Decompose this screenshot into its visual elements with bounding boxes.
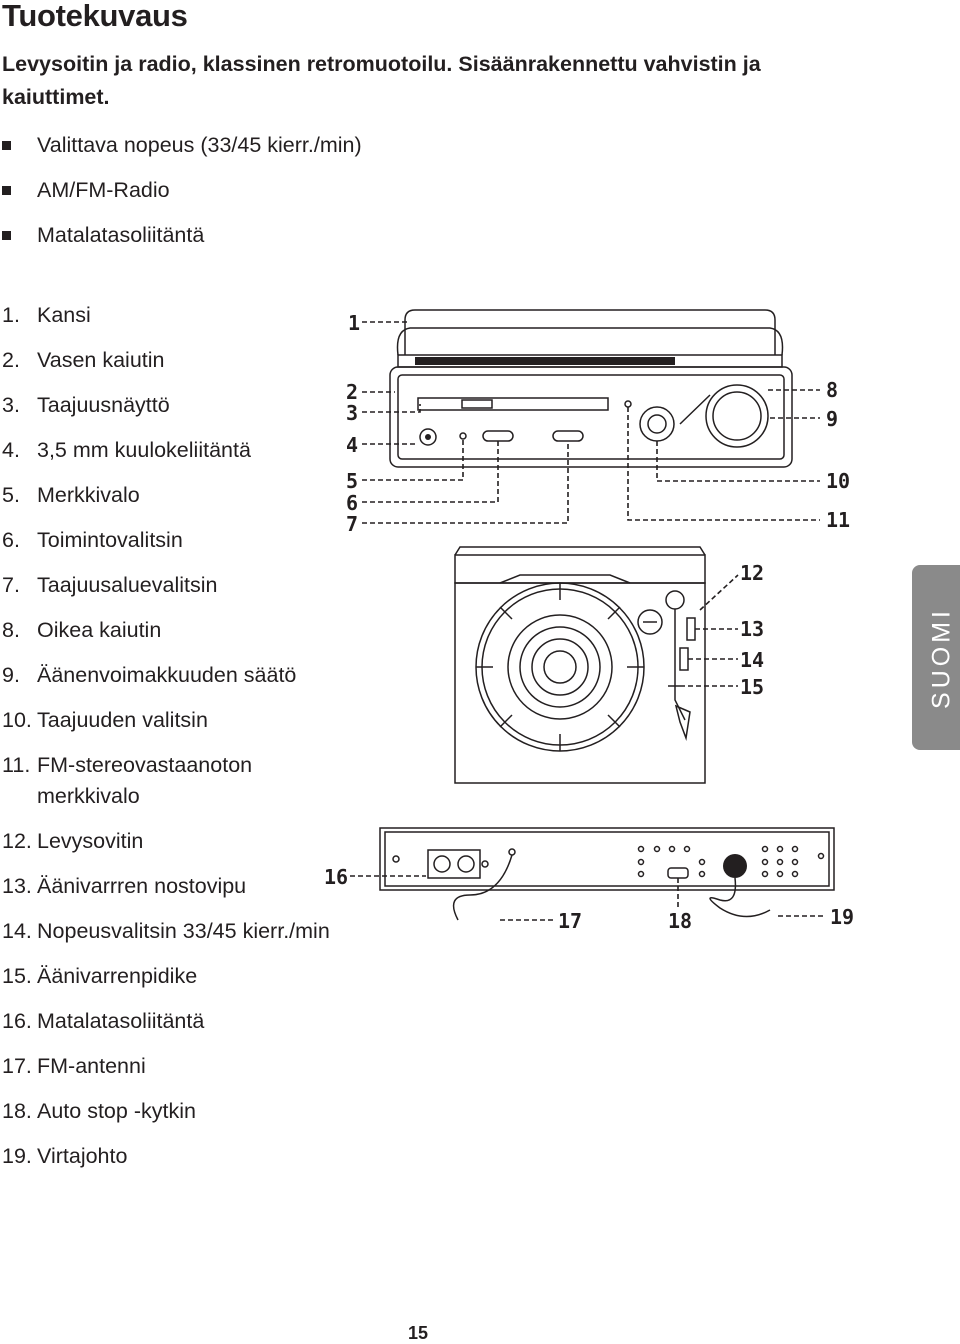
part-item: 18.Auto stop -kytkin xyxy=(2,1099,196,1123)
part-item: 6.Toimintovalitsin xyxy=(2,528,183,552)
diagram-label-14: 14 xyxy=(740,648,764,672)
part-item: 7.Taajuusaluevalitsin xyxy=(2,573,218,597)
part-item: 15.Äänivarrenpidike xyxy=(2,964,198,988)
diagram-label-2: 2 xyxy=(346,380,358,404)
diagram-label-16: 16 xyxy=(324,865,348,889)
part-item: 13.Äänivarrren nostovipu xyxy=(2,874,247,898)
feature-item: AM/FM-Radio xyxy=(2,168,362,213)
leader-lines xyxy=(350,321,825,921)
diagram-label-1: 1 xyxy=(348,311,360,335)
diagram-label-13: 13 xyxy=(740,617,764,641)
diagram-label-8: 8 xyxy=(826,378,838,402)
part-item: 5.Merkkivalo xyxy=(2,483,140,507)
feature-item: Valittava nopeus (33/45 kierr./min) xyxy=(2,123,362,168)
diagram-label-17: 17 xyxy=(558,909,582,933)
diagram-label-5: 5 xyxy=(346,469,358,493)
diagram-label-4: 4 xyxy=(346,433,358,457)
front-view-illustration xyxy=(389,309,793,468)
diagram-label-12: 12 xyxy=(740,561,764,585)
part-item: 14.Nopeusvalitsin 33/45 kierr./min xyxy=(2,919,330,943)
part-item: 2.Vasen kaiutin xyxy=(2,348,165,372)
diagram-label-10: 10 xyxy=(826,469,850,493)
part-item: 4.3,5 mm kuulokeliitäntä xyxy=(2,438,251,462)
language-tab-label: SUOMI xyxy=(927,606,956,709)
part-item: 1.Kansi xyxy=(2,303,91,327)
part-item: 3.Taajuusnäyttö xyxy=(2,393,170,417)
part-item: 10.Taajuuden valitsin xyxy=(2,708,208,732)
diagram-label-11: 11 xyxy=(826,508,850,532)
diagram-label-9: 9 xyxy=(826,407,838,431)
bullet-square-icon xyxy=(2,186,11,195)
part-item: 16.Matalatasoliitäntä xyxy=(2,1009,205,1033)
part-item: 19.Virtajohto xyxy=(2,1144,128,1168)
part-item: 12.Levysovitin xyxy=(2,829,144,853)
parts-list: 1.Kansi 2.Vasen kaiutin 3.Taajuusnäyttö … xyxy=(2,300,332,1186)
part-item: 17.FM-antenni xyxy=(2,1054,146,1078)
diagram-label-15: 15 xyxy=(740,675,764,699)
page-title: Tuotekuvaus xyxy=(2,0,188,33)
language-side-tab: SUOMI xyxy=(912,565,960,750)
page-number: 15 xyxy=(408,1323,429,1343)
diagram-label-3: 3 xyxy=(346,401,358,425)
diagram-label-18: 18 xyxy=(668,909,692,933)
diagram-labels: 1 2 3 4 5 6 7 8 9 10 11 12 13 14 15 16 1… xyxy=(324,311,854,933)
part-item: 11.FM-stereovastaanoton merkkivalo xyxy=(2,753,253,808)
diagram-label-7: 7 xyxy=(346,512,358,536)
diagram-label-19: 19 xyxy=(830,905,854,929)
bullet-square-icon xyxy=(2,141,11,150)
back-view-illustration xyxy=(379,827,835,921)
intro-text: Levysoitin ja radio, klassinen retromuot… xyxy=(2,52,761,109)
bullet-square-icon xyxy=(2,231,11,240)
part-item: 9.Äänenvoimakkuuden säätö xyxy=(2,663,297,687)
feature-list: Valittava nopeus (33/45 kierr./min) AM/F… xyxy=(2,123,362,258)
part-item: 8.Oikea kaiutin xyxy=(2,618,162,642)
diagram-label-6: 6 xyxy=(346,491,358,515)
top-view-illustration xyxy=(454,546,706,784)
feature-item: Matalatasoliitäntä xyxy=(2,213,362,258)
